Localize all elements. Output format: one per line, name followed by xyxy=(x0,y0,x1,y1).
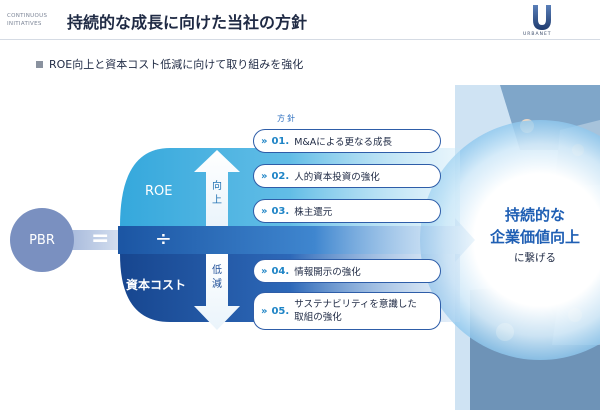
up-label: 向上 xyxy=(212,181,222,206)
policy-text: 株主還元 xyxy=(294,207,333,218)
eyebrow-initiatives: INITIATIVES xyxy=(7,21,42,27)
chevron-double-right-icon: » xyxy=(261,205,268,217)
goal-halo xyxy=(420,120,600,360)
policy-text: 情報開示の強化 xyxy=(294,267,361,278)
subtitle-text: ROE向上と資本コスト低減に向けて取り組みを強化 xyxy=(49,58,304,71)
cost-label: 資本コスト xyxy=(126,278,187,292)
chevron-double-right-icon: » xyxy=(261,170,268,182)
policy-number: 05. xyxy=(271,305,290,317)
bullet-square-icon xyxy=(36,60,43,68)
policy-number: 04. xyxy=(271,265,290,277)
divide-sign: ÷ xyxy=(155,226,172,250)
policy-label: 方針 xyxy=(277,114,297,123)
policy-item-04: » 04. 情報開示の強化 xyxy=(253,259,441,283)
policy-item-03: » 03. 株主還元 xyxy=(253,199,441,223)
down-arrow-icon xyxy=(194,254,240,330)
roe-label: ROE xyxy=(145,184,173,199)
equals-sign: = xyxy=(91,226,110,251)
chevron-double-right-icon: » xyxy=(261,135,268,147)
chevron-double-right-icon: » xyxy=(261,305,268,317)
policy-number: 03. xyxy=(271,205,290,217)
policy-text: サステナビリティを意識した取組の強化 xyxy=(294,299,417,323)
logo-text: URBANET xyxy=(523,32,552,37)
down-label: 低減 xyxy=(212,265,222,290)
eyebrow-continuous: CONTINUOUS xyxy=(7,13,48,19)
goal-subtext: に繋げる xyxy=(514,252,556,264)
policy-text: M&Aによる更なる成長 xyxy=(294,137,393,148)
page-title: 持続的な成長に向けた当社の方針 xyxy=(67,13,308,32)
pbr-circle: PBR xyxy=(10,208,74,272)
goal-line2: 企業価値向上 xyxy=(489,228,580,246)
goal-heading: 持続的な 企業価値向上 xyxy=(470,204,600,248)
chevron-double-right-icon: » xyxy=(261,265,268,277)
goal-line1: 持続的な xyxy=(504,206,565,224)
header-divider xyxy=(0,39,600,40)
policy-number: 01. xyxy=(271,135,290,147)
urbanet-logo-icon xyxy=(533,5,551,30)
policy-item-02: » 02. 人的資本投資の強化 xyxy=(253,164,441,188)
policy-number: 02. xyxy=(271,170,290,182)
pbr-label: PBR xyxy=(29,232,55,248)
middle-band xyxy=(118,218,475,262)
policy-item-01: » 01. M&Aによる更なる成長 xyxy=(253,129,441,153)
subtitle: ROE向上と資本コスト低減に向けて取り組みを強化 xyxy=(36,56,303,72)
policy-text: 人的資本投資の強化 xyxy=(294,172,380,183)
policy-item-05: » 05. サステナビリティを意識した取組の強化 xyxy=(253,292,441,330)
up-arrow-icon xyxy=(194,150,240,226)
